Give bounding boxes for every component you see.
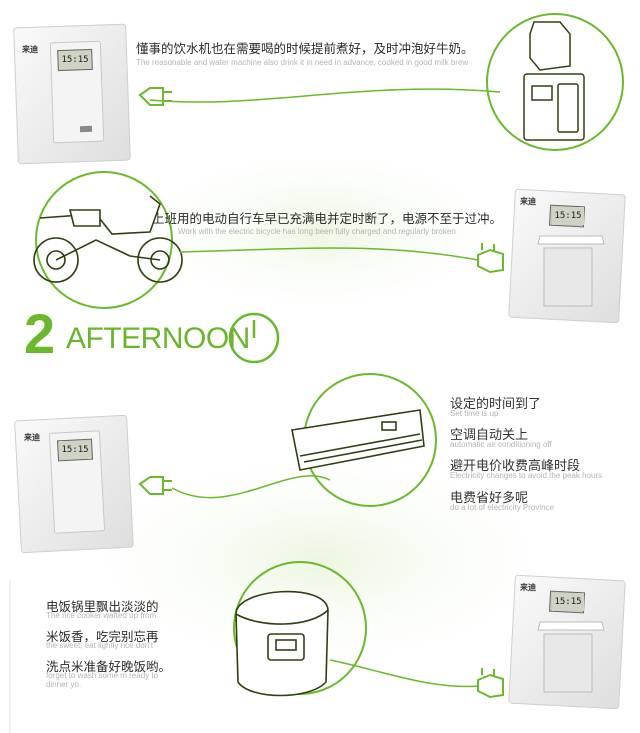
power-cord-2 bbox=[179, 247, 489, 263]
scene-3-line-4-en: do a lot of electricity Province bbox=[450, 503, 555, 512]
scene-3-line-1-en: Set time is up bbox=[450, 409, 499, 418]
scene-3-line-3-en: Electricity changes to avoid the peak ho… bbox=[450, 471, 603, 480]
scene-4-line-2-en: the sweet, eat lightly rice don't bbox=[46, 641, 153, 650]
power-cord-4 bbox=[329, 659, 481, 688]
scene-circle bbox=[486, 13, 624, 151]
power-plug-2 bbox=[477, 243, 504, 274]
scene-3-line-4: 电费省好多呢 bbox=[450, 491, 529, 506]
power-plug-3 bbox=[138, 476, 172, 495]
scene-4-line-3-en: forget to wash some m ready to bbox=[46, 671, 159, 680]
scene-1-caption: 懂事的饮水机也在需要喝的时候提前煮好，及时冲泡好牛奶。 bbox=[136, 41, 474, 56]
switch-lcd: 15:15 bbox=[59, 441, 91, 459]
brand-logo: 来迪 bbox=[24, 432, 40, 442]
scene-4-line-2: 米饭香，吃完别忘再 bbox=[46, 629, 159, 644]
clock-icon bbox=[228, 312, 280, 364]
scene-2-caption: 上班用的电动自行车早已充满电并定时断了，电源不至于过冲。 bbox=[152, 211, 503, 226]
scene-2-caption-en: Work with the electric bicycle has long … bbox=[178, 227, 456, 236]
power-cord-1 bbox=[149, 88, 501, 103]
scene-3-line-1: 设定的时间到了 bbox=[450, 397, 542, 412]
scene-4-line-1-en: The rice cooker wafted up from bbox=[46, 611, 157, 620]
scene-4-line-4-en: dinner yo. bbox=[46, 680, 82, 689]
scene-1-caption-en: The reasonable and water machine also dr… bbox=[136, 58, 469, 67]
switch-lcd: 15:15 bbox=[59, 51, 91, 69]
power-plug-4 bbox=[477, 668, 504, 699]
section-number: 2 bbox=[24, 302, 56, 365]
switch-lcd: 15:15 bbox=[552, 207, 584, 225]
brand-logo: 来迪 bbox=[520, 196, 536, 206]
switch-lcd: 15:15 bbox=[552, 593, 584, 611]
scene-3-line-2-en: automatic air conditioning off bbox=[450, 440, 552, 449]
power-plug-1 bbox=[138, 87, 172, 106]
air-conditioner bbox=[291, 409, 425, 471]
scene-3-line-3: 避开电价收费高峰时段 bbox=[450, 459, 581, 474]
timer-switch-2 bbox=[508, 188, 626, 324]
rice-cooker bbox=[235, 590, 329, 697]
scene-3-line-2: 空调自动关上 bbox=[450, 428, 529, 443]
scene-circle bbox=[35, 171, 173, 309]
brand-logo: 来迪 bbox=[22, 44, 38, 54]
electric-bicycle bbox=[33, 195, 183, 283]
brand-logo: 来迪 bbox=[520, 582, 536, 592]
water-dispenser bbox=[523, 21, 585, 141]
background-glow bbox=[120, 140, 520, 320]
background-glow bbox=[60, 440, 580, 680]
scene-4-line-3: 洗点米准备好晚饭哟。 bbox=[46, 659, 172, 674]
section-title: AFTERNOON bbox=[66, 322, 250, 355]
scene-4-line-1: 电饭锅里飘出淡淡的 bbox=[46, 599, 159, 614]
